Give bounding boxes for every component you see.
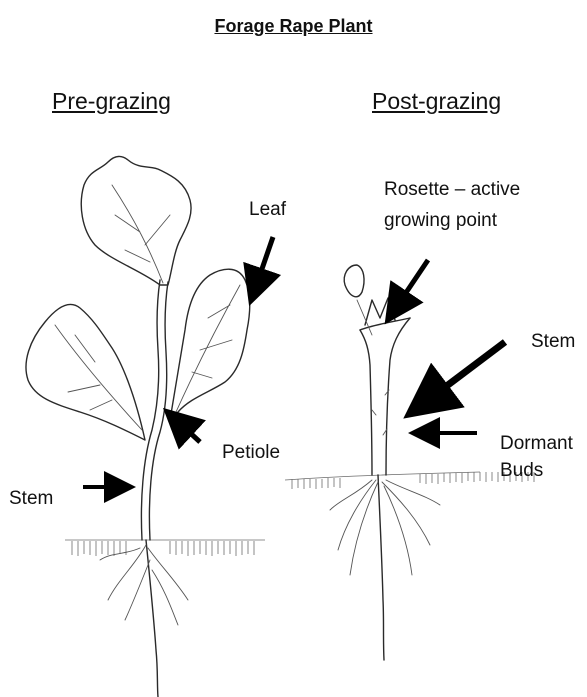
- post-soil-line: [285, 472, 480, 480]
- label-leaf: Leaf: [249, 198, 286, 221]
- label-rosette-line1: Rosette – active: [384, 178, 520, 201]
- arrow-post-stem: [420, 342, 505, 406]
- pre-stem: [141, 280, 160, 540]
- pre-soil-hatching: [72, 541, 254, 556]
- label-dormant-line2-clip: Buds: [500, 459, 552, 479]
- label-rosette-line2: growing point: [384, 209, 497, 232]
- label-dormant-line1: Dormant: [500, 432, 573, 455]
- label-dormant-line2: Buds: [500, 459, 543, 479]
- arrow-petiole: [174, 418, 200, 442]
- post-taproot: [378, 475, 384, 660]
- pre-leaf-top: [81, 156, 191, 285]
- pre-leaf-left: [26, 304, 145, 440]
- pre-grazing-plant: [26, 156, 265, 697]
- post-grazing-plant: [285, 265, 534, 660]
- arrow-rosette: [393, 260, 428, 312]
- post-stem: [360, 330, 372, 475]
- arrow-leaf: [254, 237, 273, 292]
- label-post-stem: Stem: [531, 330, 575, 353]
- pre-taproot: [146, 540, 158, 697]
- post-soil-hatching: [292, 472, 534, 489]
- callout-arrows: [83, 237, 505, 487]
- label-petiole: Petiole: [222, 441, 280, 464]
- label-pre-stem: Stem: [9, 487, 53, 510]
- pre-leaf-right: [170, 269, 250, 420]
